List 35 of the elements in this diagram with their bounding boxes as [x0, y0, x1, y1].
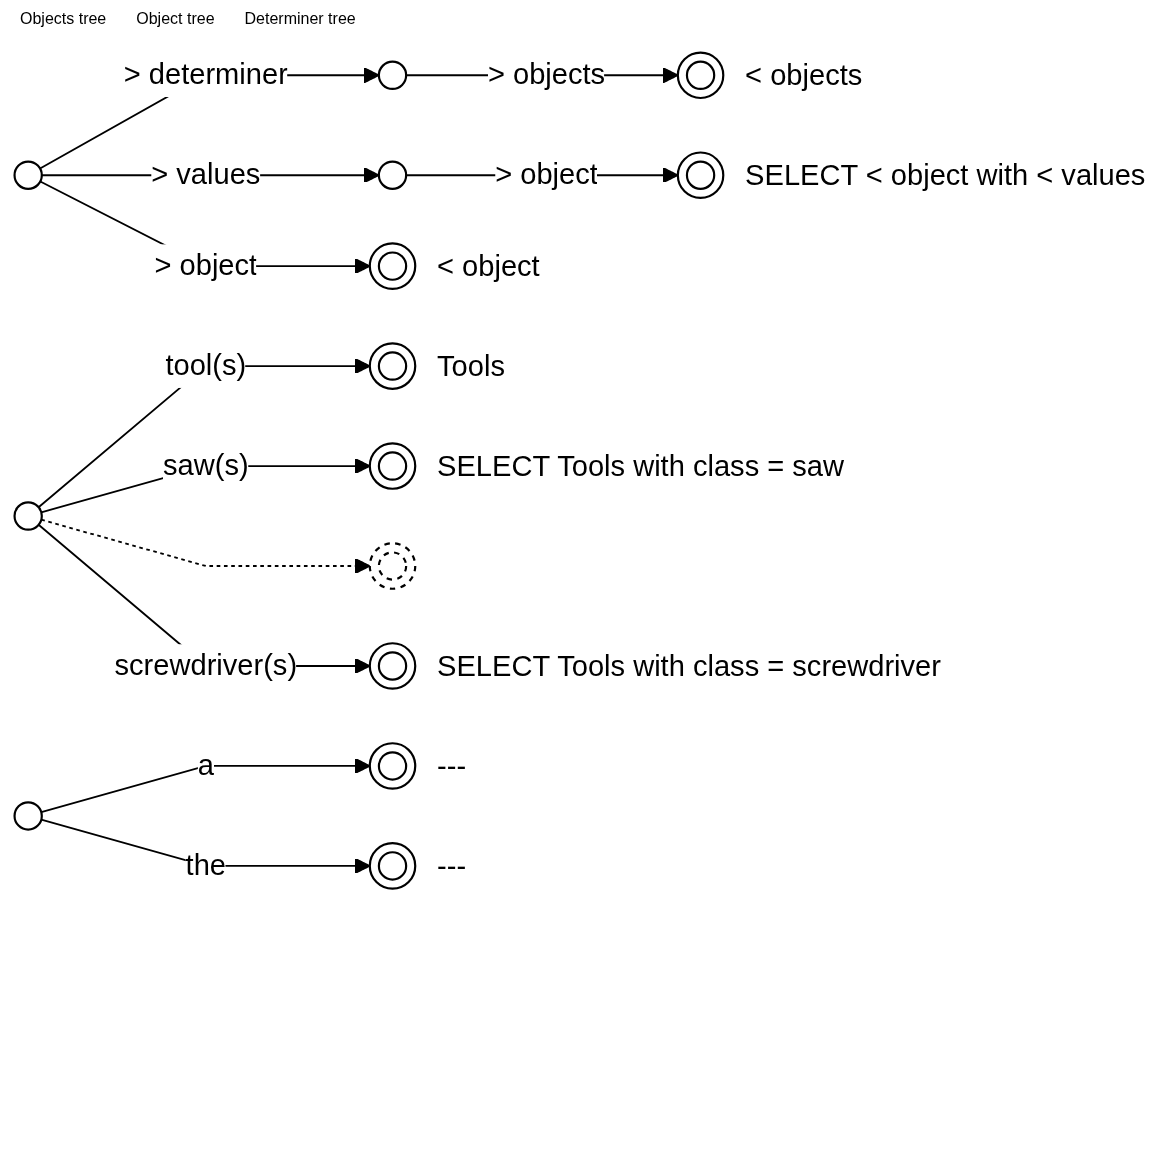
node-circle — [13, 801, 43, 831]
edge-label: > object — [154, 249, 258, 281]
node-doublecircle — [368, 542, 417, 590]
node-circle — [377, 160, 408, 190]
section-heading: Objects tree — [20, 10, 107, 28]
state-note: --- — [437, 849, 467, 882]
state-note: SELECT Tools with class = screwdriver — [437, 650, 941, 682]
edge-label: a — [197, 749, 214, 781]
state-note: --- — [437, 749, 467, 782]
node-doublecircle — [676, 51, 725, 100]
node-doublecircle — [368, 642, 417, 690]
edge-label: tool(s) — [165, 349, 247, 381]
node-doublecircle — [368, 242, 417, 290]
node-circle — [13, 501, 43, 531]
state-note: < objects — [745, 59, 863, 92]
node-doublecircle — [368, 342, 417, 390]
node-circle — [377, 60, 408, 90]
node-circle — [13, 160, 43, 190]
node-doublecircle — [368, 442, 417, 490]
node-doublecircle — [368, 742, 417, 790]
section-heading: Object tree — [136, 10, 215, 28]
edge-label: saw(s) — [162, 449, 249, 481]
section-heading: Determiner tree — [244, 10, 356, 28]
state-note: Tools — [437, 350, 505, 383]
edge-label: > determiner — [123, 58, 288, 90]
edge-label: the — [185, 849, 227, 881]
edge-label: > object — [495, 158, 598, 190]
state-note: SELECT < object with < values — [745, 159, 1146, 192]
state-note: < object — [437, 250, 540, 283]
node-doublecircle — [676, 151, 725, 200]
node-doublecircle — [368, 842, 417, 890]
state-note: SELECT Tools with class = saw — [437, 450, 845, 483]
edge-label: screwdriver(s) — [114, 649, 298, 681]
edge-label: > values — [151, 158, 261, 190]
edge-label: > objects — [487, 58, 606, 90]
